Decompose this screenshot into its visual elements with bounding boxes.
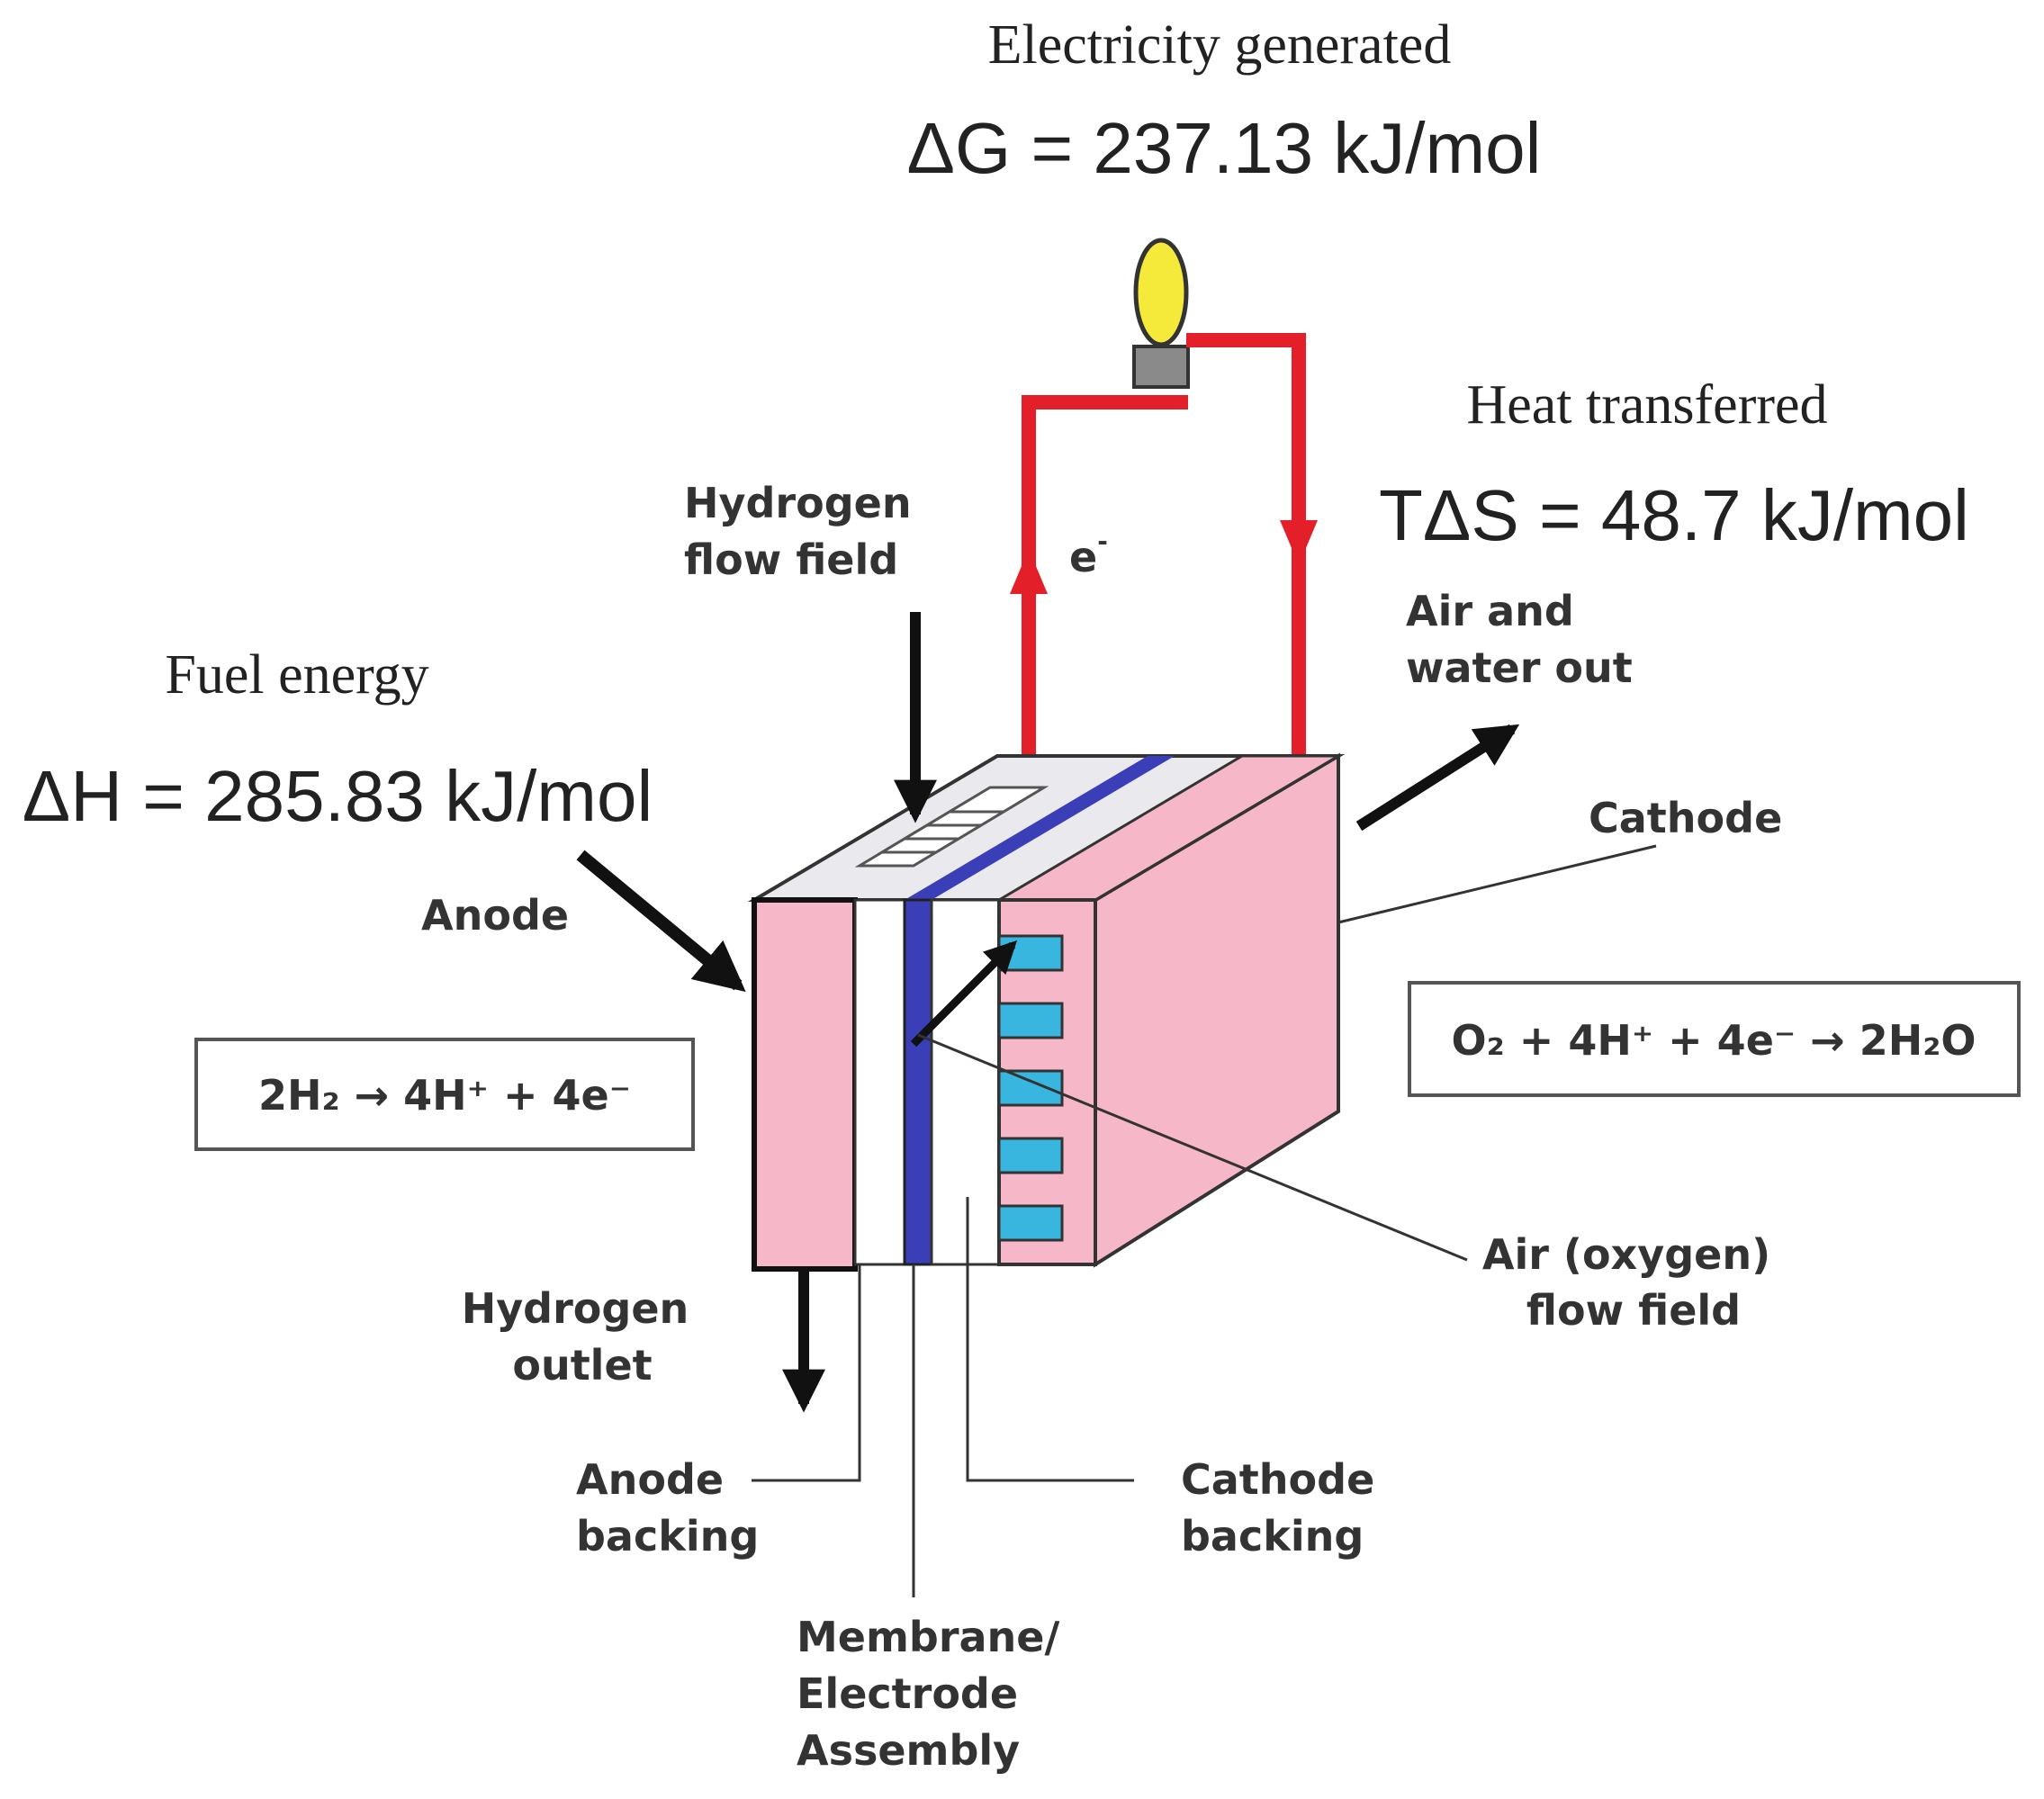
electron-arrow-down — [1280, 520, 1318, 565]
fuel-energy-label: Fuel energy — [165, 644, 428, 706]
electron-label: e- — [1069, 526, 1108, 581]
anode-plate — [752, 897, 858, 1272]
anode-arrow — [576, 850, 746, 993]
anode-equation-box: 2H₂ → 4H⁺ + 4e⁻ — [194, 1038, 695, 1151]
fuel-cell-stack — [747, 752, 1346, 1272]
delta-h-value: ΔH = 285.83 kJ/mol — [23, 756, 653, 836]
mea-label: Membrane/ Electrode Assembly — [797, 1613, 1074, 1775]
external-circuit-wire — [1022, 333, 1306, 790]
anode-equation: 2H₂ → 4H⁺ + 4e⁻ — [258, 1071, 631, 1120]
air-flow-field-label: Air (oxygen) flow field — [1482, 1230, 1785, 1335]
air-flow-field-leader — [917, 1033, 1468, 1262]
membrane-layer — [903, 898, 933, 1266]
delta-g-value: ΔG = 237.13 kJ/mol — [907, 108, 1542, 188]
anode-backing-label: Anode backing — [576, 1455, 759, 1561]
anode-backing-leader — [752, 1264, 861, 1482]
air-water-out-label: Air and water out — [1406, 587, 1633, 692]
t-delta-s-value: TΔS = 48.7 kJ/mol — [1379, 475, 1969, 555]
cathode-leader — [1337, 844, 1657, 924]
electron-arrow-up — [1010, 549, 1048, 594]
cathode-backing-label: Cathode backing — [1181, 1455, 1389, 1561]
cathode-label: Cathode — [1589, 794, 1782, 842]
cathode-backing-leader — [966, 1197, 1134, 1482]
cathode-backing-layer — [930, 898, 1001, 1266]
hydrogen-flow-field-label: Hydrogen flow field — [684, 479, 926, 584]
air-water-out-arrow — [1355, 724, 1520, 832]
proton-arrow — [910, 940, 1018, 1048]
heat-label: Heat transferred — [1466, 374, 1827, 436]
cathode-equation-box: O₂ + 4H⁺ + 4e⁻ → 2H₂O — [1408, 981, 2021, 1097]
anode-label: Anode — [421, 891, 569, 940]
hydrogen-outlet-label: Hydrogen outlet — [462, 1284, 704, 1390]
light-bulb-icon — [1132, 238, 1190, 389]
electricity-label: Electricity generated — [988, 14, 1452, 76]
anode-backing-layer — [853, 898, 906, 1266]
cathode-equation: O₂ + 4H⁺ + 4e⁻ → 2H₂O — [1452, 1016, 1976, 1065]
